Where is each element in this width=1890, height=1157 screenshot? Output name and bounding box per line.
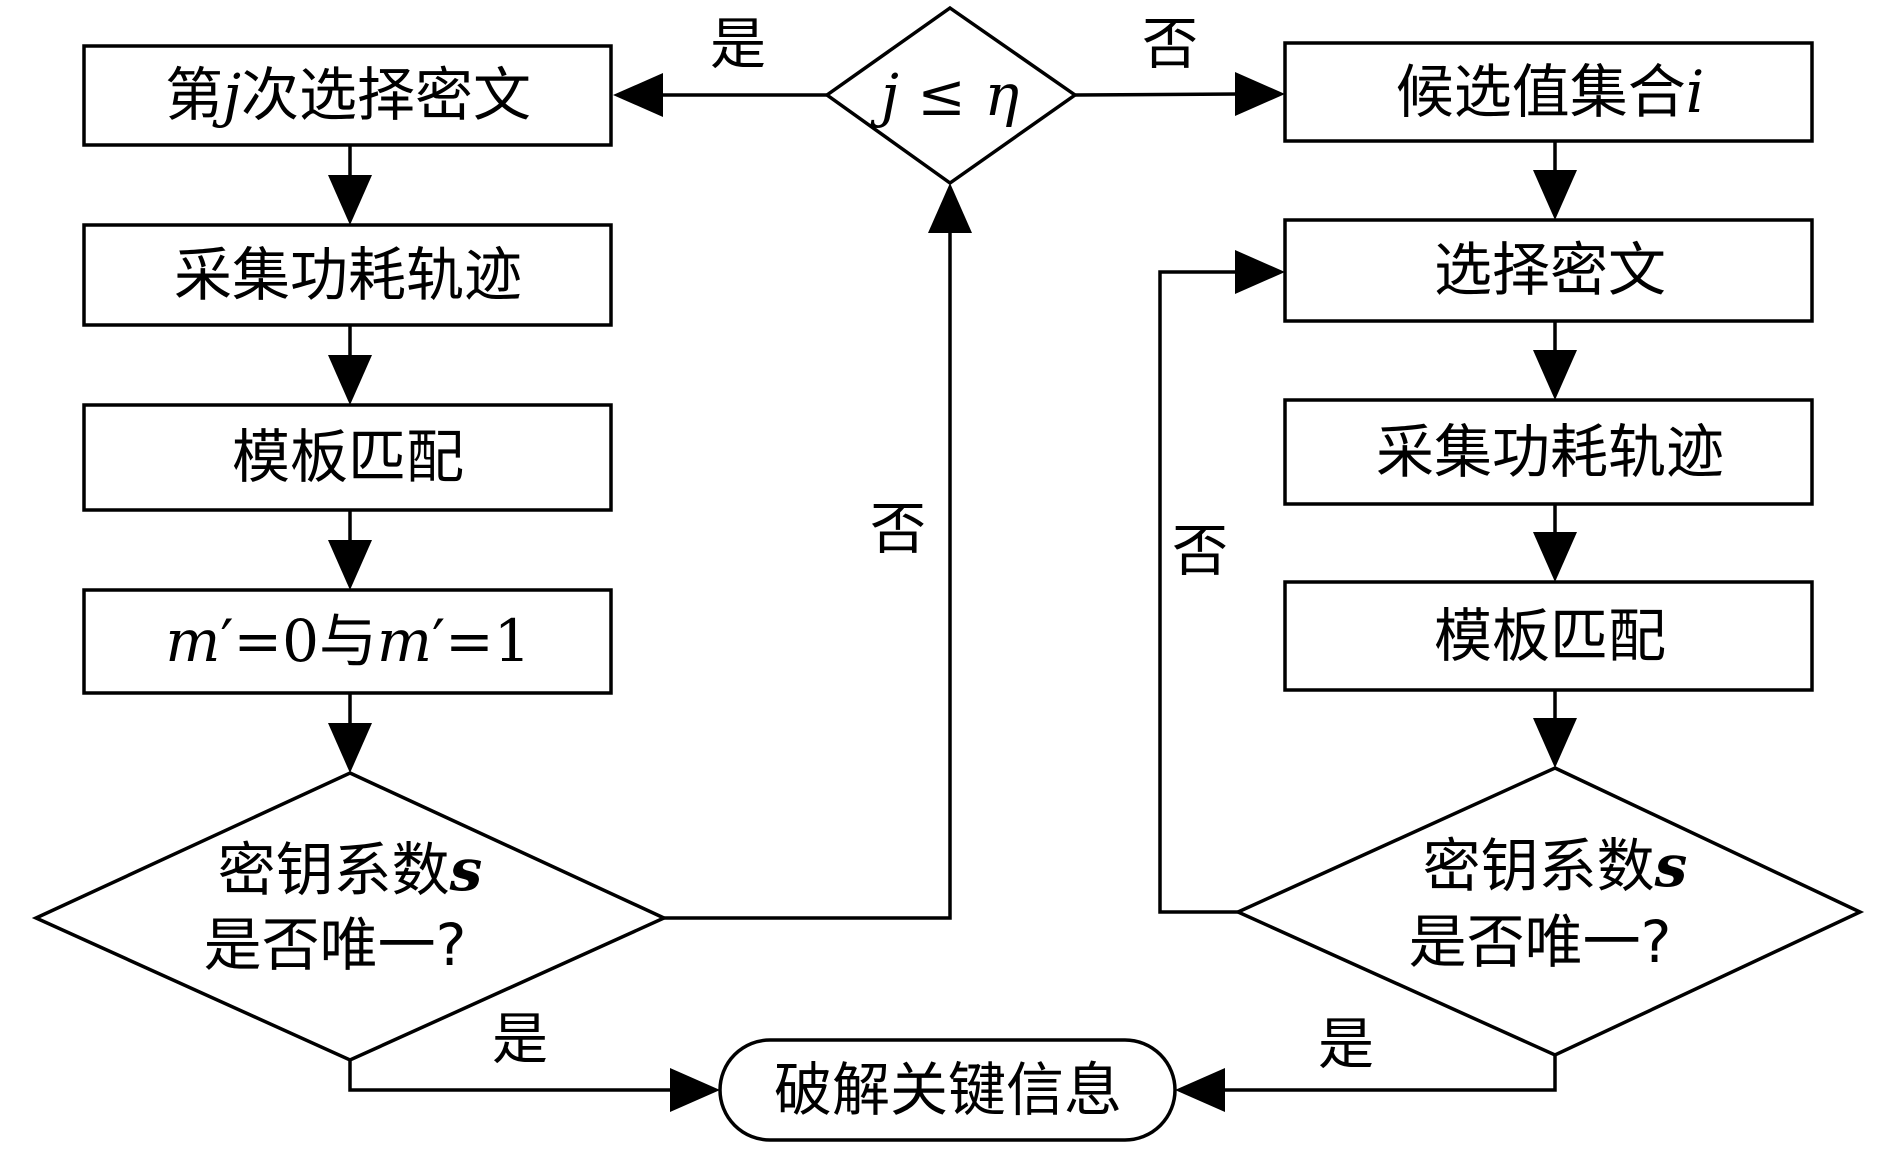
terminal-label: 破解关键信息 xyxy=(774,1056,1122,1124)
label-yes-top: 是 xyxy=(710,13,766,78)
left-decision-key-coefficient-unique: 密钥系数s 是否唯一? xyxy=(31,771,669,1062)
m-prime-mark-2: ′ xyxy=(432,607,445,675)
arrowhead-right-no-loop xyxy=(1235,250,1285,294)
arrowhead-top-yes xyxy=(613,73,663,117)
label-no-right-loop: 否 xyxy=(1172,520,1228,585)
m-prime-mark-1: ′ xyxy=(220,607,233,675)
left-step-m-prime: m′=0与m′=1 xyxy=(82,588,613,695)
svg-text:第j次选择密文: 第j次选择密文 xyxy=(165,61,531,129)
arrowhead-right-4-decision xyxy=(1533,718,1577,768)
left-box1-pre: 第 xyxy=(165,61,223,129)
svg-text:j ≤ η: j ≤ η xyxy=(870,61,1019,129)
left-box2-label: 采集功耗轨迹 xyxy=(174,241,522,309)
arrowhead-top-no xyxy=(1235,72,1285,116)
svg-text:密钥系数s: 密钥系数s xyxy=(218,836,483,904)
right-step-collect-power-traces: 采集功耗轨迹 xyxy=(1283,398,1814,506)
label-yes-left-bottom: 是 xyxy=(492,1008,548,1073)
right-decision-line1: 密钥系数 xyxy=(1423,832,1655,900)
right-box4-label: 模板匹配 xyxy=(1434,602,1666,670)
edges xyxy=(348,92,1557,1092)
arrowheads xyxy=(328,72,1577,1112)
left-box3-label: 模板匹配 xyxy=(232,423,464,491)
left-box1-post: 次选择密文 xyxy=(241,61,531,129)
right-box2-label: 选择密文 xyxy=(1434,236,1666,304)
right-box3-label: 采集功耗轨迹 xyxy=(1376,418,1724,486)
edge-left-no-loop xyxy=(664,228,952,920)
top-decision-eta: η xyxy=(984,61,1019,129)
label-yes-right-bottom: 是 xyxy=(1318,1013,1374,1078)
arrowhead-right-3-4 xyxy=(1533,532,1577,582)
m-prime-eq-0: =0 xyxy=(233,607,319,675)
m-prime-var-2: m xyxy=(377,607,432,675)
arrowhead-right-2-3 xyxy=(1533,350,1577,400)
m-prime-and: 与 xyxy=(319,607,377,675)
left-decision-line2: 是否唯一? xyxy=(204,911,467,979)
right-decision-key-coefficient-unique: 密钥系数s 是否唯一? xyxy=(1233,766,1865,1057)
edge-labels: 是 否 否 否 是 是 xyxy=(492,13,1374,1078)
edge-left-yes xyxy=(348,1060,670,1092)
right-step-candidate-set-i: 候选值集合i xyxy=(1283,41,1814,143)
arrowhead-left-no-loop xyxy=(928,183,972,233)
svg-text:候选值集合i: 候选值集合i xyxy=(1396,58,1705,126)
right-step-select-ciphertext: 选择密文 xyxy=(1283,218,1814,323)
terminal-crack-key-info: 破解关键信息 xyxy=(718,1038,1177,1142)
svg-text:m′=0与m′=1: m′=0与m′=1 xyxy=(165,607,530,675)
m-prime-eq-1: =1 xyxy=(445,607,531,675)
edge-right-no-loop xyxy=(1158,270,1238,914)
left-step-select-ciphertext-j: 第j次选择密文 xyxy=(82,44,613,147)
label-no-top: 否 xyxy=(1142,13,1198,78)
label-no-left-loop: 否 xyxy=(870,498,926,563)
top-decision-op: ≤ xyxy=(899,61,984,129)
right-decision-var-s: s xyxy=(1654,832,1688,900)
arrowhead-left-yes xyxy=(670,1068,720,1112)
edge-right-yes xyxy=(1225,1055,1557,1092)
left-step-template-matching: 模板匹配 xyxy=(82,403,613,512)
right-box1-label: 候选值集合 xyxy=(1396,58,1686,126)
edge-top-no xyxy=(1074,92,1241,97)
arrowhead-left-4-decision xyxy=(328,723,372,773)
right-step-template-matching: 模板匹配 xyxy=(1283,580,1814,692)
right-decision-line2: 是否唯一? xyxy=(1409,908,1672,976)
left-step-collect-power-traces: 采集功耗轨迹 xyxy=(82,223,613,327)
left-decision-var-s: s xyxy=(449,836,483,904)
arrowhead-left-3-4 xyxy=(328,540,372,590)
left-decision-line1: 密钥系数 xyxy=(218,836,450,904)
top-decision-j-le-eta: j ≤ η xyxy=(823,5,1079,186)
arrowhead-right-yes xyxy=(1175,1068,1225,1112)
right-box1-var-i: i xyxy=(1686,58,1705,126)
m-prime-var-1: m xyxy=(165,607,220,675)
arrowhead-left-2-3 xyxy=(328,355,372,405)
arrowhead-left-1-2 xyxy=(328,175,372,225)
arrowhead-right-1-2 xyxy=(1533,170,1577,220)
svg-text:密钥系数s: 密钥系数s xyxy=(1423,832,1688,900)
